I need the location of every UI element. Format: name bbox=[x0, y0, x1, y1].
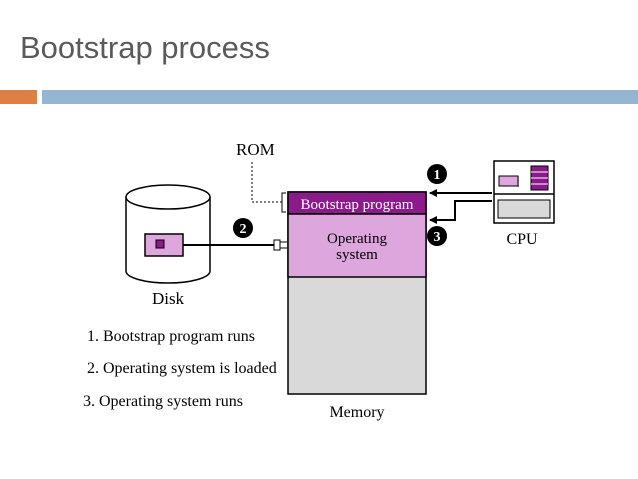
step-badge-3: 3 bbox=[427, 226, 447, 246]
rom-label: ROM bbox=[236, 140, 275, 159]
rom-leader-line bbox=[251, 162, 282, 203]
os-label-line2: system bbox=[336, 247, 378, 263]
slide-title: Bootstrap process bbox=[20, 30, 270, 65]
memory-label: Memory bbox=[329, 404, 384, 421]
step-badge-1: 1 bbox=[427, 164, 447, 184]
title-accent-bar-blue bbox=[42, 90, 638, 104]
step-text-3: 3. Operating system runs bbox=[83, 393, 243, 410]
svg-text:3: 3 bbox=[434, 230, 441, 245]
title-accent-bar-orange bbox=[0, 90, 37, 104]
plug-connector-icon bbox=[273, 239, 287, 251]
rom-bracket bbox=[281, 192, 286, 213]
os-label-line1: Operating bbox=[327, 231, 387, 247]
step-badge-2: 2 bbox=[233, 218, 253, 238]
svg-text:1: 1 bbox=[434, 168, 441, 183]
step-text-2: 2. Operating system is loaded bbox=[87, 360, 277, 377]
disk-icon bbox=[125, 184, 211, 284]
bootstrap-program-label: Bootstrap program bbox=[301, 197, 414, 213]
step-text-1: 1. Bootstrap program runs bbox=[87, 328, 255, 345]
svg-text:2: 2 bbox=[240, 222, 247, 237]
cpu-to-os-arrow bbox=[429, 200, 492, 224]
operating-system-region bbox=[287, 213, 427, 278]
cpu-label: CPU bbox=[506, 231, 538, 248]
disk-label: Disk bbox=[152, 289, 185, 308]
cpu-icon bbox=[493, 160, 555, 224]
